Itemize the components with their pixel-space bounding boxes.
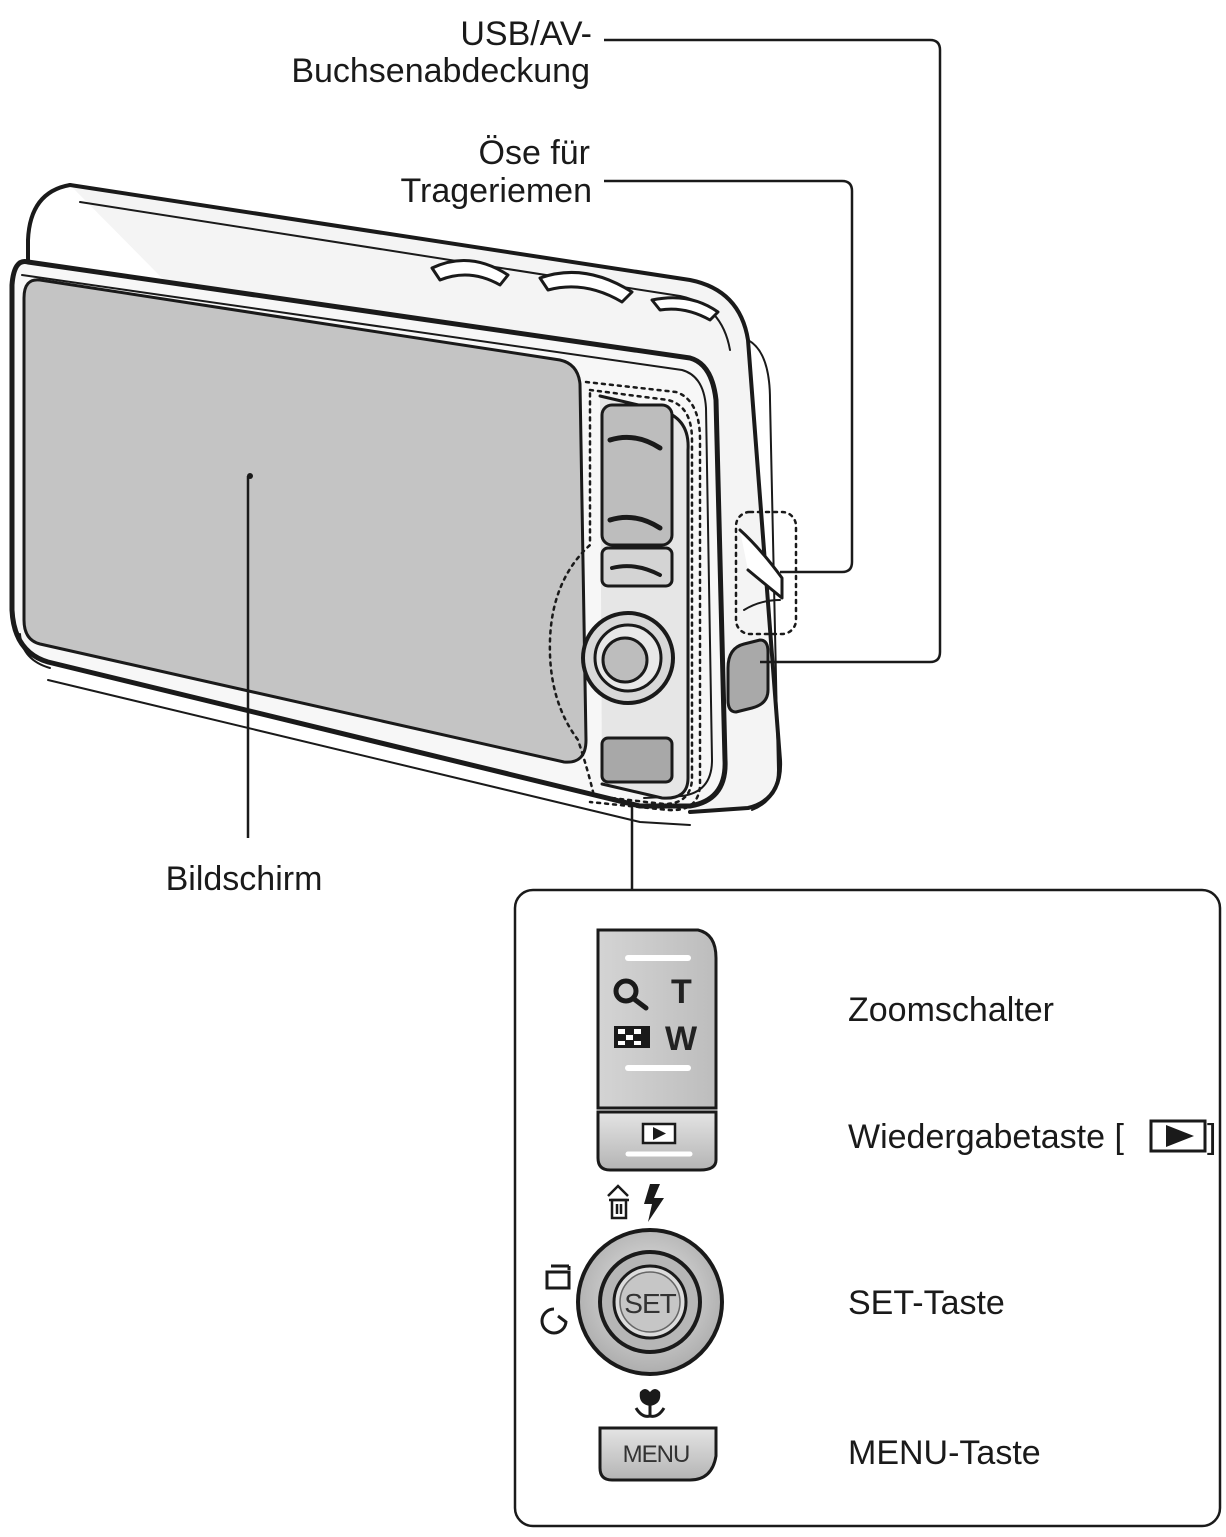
zoom-wide-label: W xyxy=(665,1020,698,1058)
usb-cover-shape xyxy=(726,638,770,714)
screen-center-dot xyxy=(247,473,253,479)
camera-zoom-lever xyxy=(600,403,674,547)
macro-icon xyxy=(634,1389,666,1418)
label-usb-line2: Buchsenabdeckung xyxy=(291,52,590,90)
self-timer-icon xyxy=(540,1307,568,1335)
search-icon xyxy=(613,978,649,1011)
screen xyxy=(22,278,588,764)
label-screen: Bildschirm xyxy=(166,860,323,898)
label-usb-line1: USB/AV- xyxy=(460,15,592,53)
set-button-label: SET xyxy=(624,1288,676,1319)
camera-menu-button xyxy=(600,736,674,784)
label-menu: MENU-Taste xyxy=(848,1434,1041,1472)
set-button[interactable]: SET xyxy=(612,1264,688,1340)
label-set: SET-Taste xyxy=(848,1284,1005,1322)
flash-icon xyxy=(644,1184,664,1222)
camera-control-panel xyxy=(581,394,690,800)
top-button-3 xyxy=(650,296,720,322)
burst-icon xyxy=(545,1264,571,1290)
highlight-dotted xyxy=(548,380,798,812)
label-zoom: Zoomschalter xyxy=(848,991,1054,1029)
zoom-tele-label: T xyxy=(671,973,692,1011)
menu-button[interactable]: MENU xyxy=(598,1426,718,1482)
menu-button-label: MENU xyxy=(623,1441,690,1468)
delete-icon xyxy=(607,1184,629,1220)
label-strap-line2: Trageriemen xyxy=(401,172,592,210)
top-button-2 xyxy=(538,270,634,304)
thumbnail-icon xyxy=(614,1026,650,1048)
zoom-switch[interactable]: T W xyxy=(596,928,718,1110)
label-playback-icon xyxy=(1149,1119,1207,1153)
label-strap-line1: Öse für xyxy=(479,134,590,172)
label-playback-close: ] xyxy=(1207,1118,1216,1156)
label-playback: Wiedergabetaste [ xyxy=(848,1118,1124,1156)
strap-eyelet-shape xyxy=(738,528,784,600)
top-button-1 xyxy=(430,258,510,287)
play-icon xyxy=(641,1122,677,1145)
strap-eyelet-highlight xyxy=(734,510,798,636)
playback-button[interactable] xyxy=(596,1110,718,1172)
camera-set-button xyxy=(601,636,649,684)
